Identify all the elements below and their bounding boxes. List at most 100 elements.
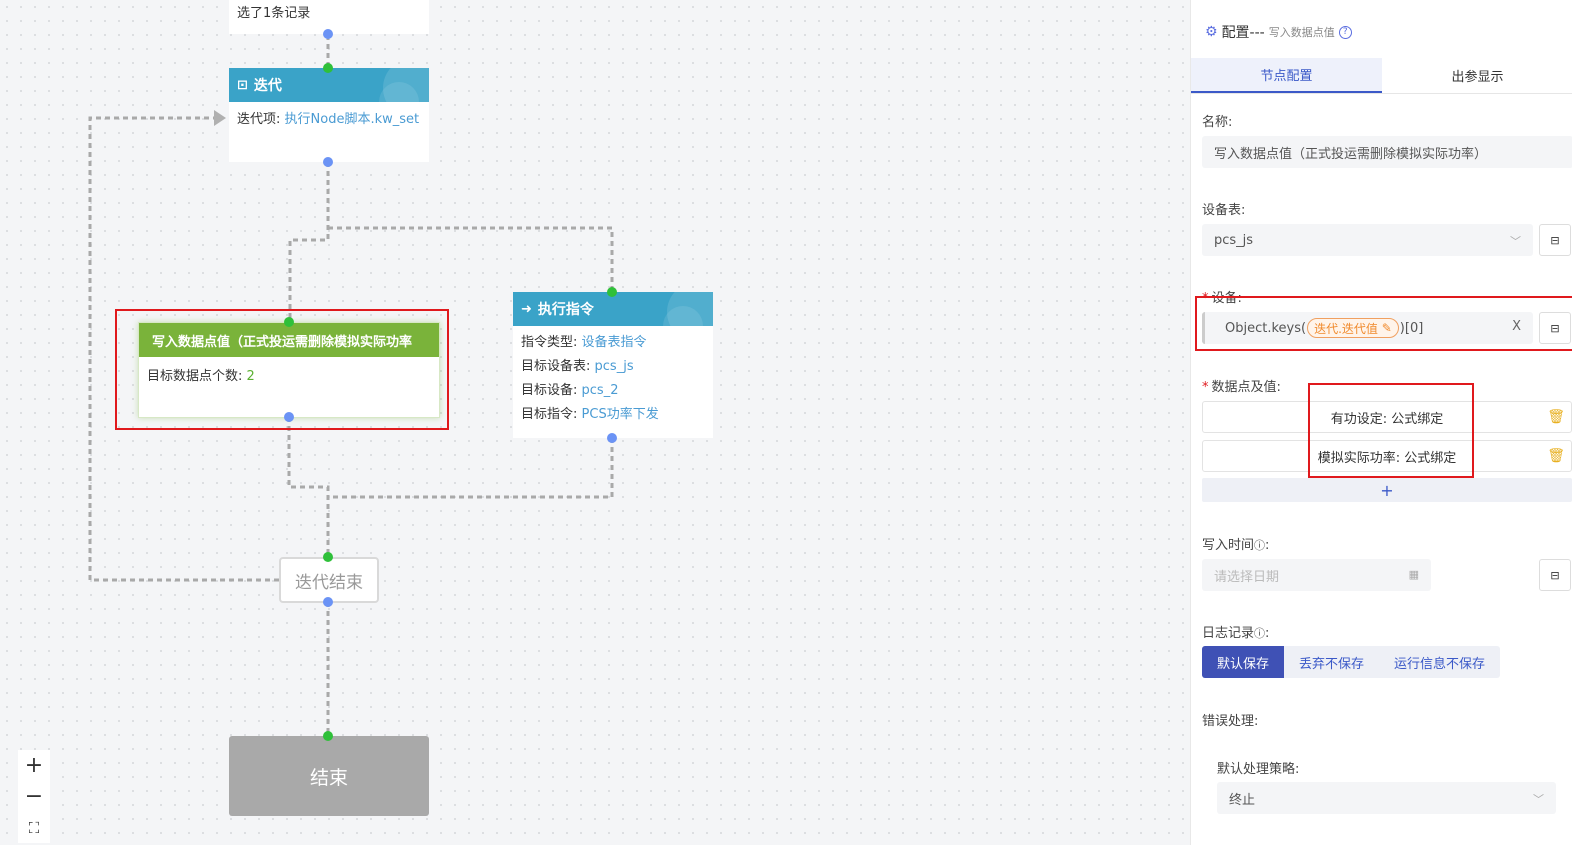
calendar-icon: ▦ <box>1408 568 1419 581</box>
device-table-bind-button[interactable]: ⊟ <box>1539 224 1571 256</box>
panel-title-text: 配置--- <box>1221 25 1265 41</box>
iterate-node-title: 迭代 <box>253 78 282 94</box>
edges-layer <box>88 35 614 736</box>
arrow-right-icon: ➜ <box>521 301 532 317</box>
panel-tabs: 节点配置 出参显示 <box>1191 58 1572 94</box>
exec-node-title: 执行指令 <box>537 302 594 318</box>
device-expr-variable-text: 迭代.迭代值 <box>1314 321 1378 336</box>
log-option-discard[interactable]: 丢弃不保存 <box>1299 656 1365 672</box>
iterate-output-port[interactable] <box>323 157 333 167</box>
default-strategy-label: 默认处理策略: <box>1217 762 1300 777</box>
device-label: 设备: <box>1211 291 1242 306</box>
exec-row: 目标设备表: pcs_js <box>521 355 705 379</box>
exec-row: 指令类型: 设备表指令 <box>521 331 705 355</box>
device-bind-button[interactable]: ⊟ <box>1539 312 1571 344</box>
write-node-count-label: 目标数据点个数: <box>147 369 243 384</box>
write-node-count-value: 2 <box>246 369 255 384</box>
log-option-no-runtime-info[interactable]: 运行信息不保存 <box>1394 656 1486 672</box>
help-icon[interactable]: ? <box>1338 25 1352 39</box>
name-label: 名称: <box>1202 115 1233 130</box>
panel-subtitle: 写入数据点值 <box>1268 26 1335 39</box>
tab-node-config[interactable]: 节点配置 <box>1191 58 1382 93</box>
top-node-output-port[interactable] <box>323 29 333 39</box>
iterate-node[interactable]: ⊡ 迭代 迭代项: 执行Node脚本.kw_set <box>229 68 429 162</box>
edge-exec-to-end-iter <box>328 438 614 499</box>
write-node-title: 写入数据点值（正式投运需删除模拟实际功率 <box>152 334 413 350</box>
default-strategy-select[interactable]: 终止 ﹀ <box>1217 782 1556 814</box>
exec-row-label: 目标指令: <box>521 407 578 422</box>
write-output-port[interactable] <box>284 412 294 422</box>
exec-row-value[interactable]: pcs_2 <box>581 383 619 398</box>
device-label-wrap: *设备: <box>1202 291 1242 306</box>
write-time-placeholder: 请选择日期 <box>1214 569 1280 585</box>
exec-input-port[interactable] <box>607 287 617 297</box>
top-partial-label: 选了1条记录 <box>237 6 311 21</box>
name-input[interactable]: 写入数据点值（正式投运需删除模拟实际功率） <box>1202 136 1572 168</box>
datapoint-text: 模拟实际功率: 公式绑定 <box>1317 450 1457 466</box>
datapoint-row[interactable]: 模拟实际功率: 公式绑定 🗑 <box>1202 440 1572 472</box>
exec-row: 目标设备: pcs_2 <box>521 379 705 403</box>
top-partial-node[interactable]: 选了1条记录 <box>229 0 429 34</box>
device-expr-prefix: Object.keys( <box>1225 320 1307 336</box>
end-input-port[interactable] <box>323 731 333 741</box>
help-icon[interactable]: ⓘ <box>1254 627 1266 640</box>
edge-write-to-end-iter <box>287 417 330 557</box>
exec-node-header: ➜ 执行指令 <box>513 292 713 326</box>
trash-icon[interactable]: 🗑 <box>1547 448 1565 464</box>
add-datapoint-button[interactable]: + <box>1202 478 1572 502</box>
tab-output-params[interactable]: 出参显示 <box>1451 70 1504 85</box>
exec-row-value[interactable]: 设备表指令 <box>581 335 647 350</box>
workflow-canvas[interactable]: 选了1条记录 ⊡ 迭代 迭代项: 执行Node脚本.kw_set 写入数据点值（… <box>0 0 1190 845</box>
fit-view-button[interactable]: ⛶ <box>28 818 40 837</box>
exec-row-label: 指令类型: <box>521 335 578 350</box>
device-expr-variable[interactable]: 迭代.迭代值 ✎ <box>1307 318 1399 338</box>
chevron-down-icon: ﹀ <box>1510 235 1521 248</box>
write-time-picker[interactable]: 请选择日期 ▦ <box>1202 559 1431 591</box>
exec-row-value[interactable]: pcs_js <box>594 359 634 374</box>
help-icon[interactable]: ⓘ <box>1254 539 1266 552</box>
error-label: 错误处理: <box>1202 714 1259 729</box>
device-expr-suffix: )[0] <box>1399 320 1424 336</box>
end-node[interactable]: 结束 <box>229 736 429 816</box>
default-strategy-value: 终止 <box>1229 792 1256 808</box>
datapoints-label: 数据点及值: <box>1211 380 1281 395</box>
iterate-node-header: ⊡ 迭代 <box>229 68 429 102</box>
iterate-input-port[interactable] <box>323 63 333 73</box>
datapoint-text: 有功设定: 公式绑定 <box>1330 411 1444 427</box>
exec-row-label: 目标设备: <box>521 383 578 398</box>
datapoint-row[interactable]: 有功设定: 公式绑定 🗑 <box>1202 401 1572 433</box>
iterate-item-value[interactable]: 执行Node脚本.kw_set <box>284 112 420 127</box>
log-segmented-control: 默认保存 丢弃不保存 运行信息不保存 <box>1202 646 1501 678</box>
datapoints-label-wrap: *数据点及值: <box>1202 380 1281 395</box>
log-label-wrap: 日志记录ⓘ: <box>1202 626 1270 641</box>
iterate-end-title: 迭代结束 <box>295 572 363 593</box>
iterate-icon: ⊡ <box>237 77 248 93</box>
exec-row-label: 目标设备表: <box>521 359 591 374</box>
device-table-select[interactable]: pcs_js ﹀ <box>1202 224 1533 256</box>
write-node-header: 写入数据点值（正式投运需删除模拟实际功率 <box>139 323 439 357</box>
log-label: 日志记录 <box>1202 626 1255 641</box>
zoom-controls: + − ⛶ <box>18 750 50 843</box>
device-expression-field[interactable]: Object.keys( 迭代.迭代值 ✎ )[0] X <box>1202 312 1533 344</box>
trash-icon[interactable]: 🗑 <box>1547 409 1565 425</box>
iterate-end-output-port[interactable] <box>323 597 333 607</box>
log-option-default-save[interactable]: 默认保存 <box>1202 646 1285 678</box>
write-time-bind-button[interactable]: ⊟ <box>1539 559 1571 591</box>
exec-command-node[interactable]: ➜ 执行指令 指令类型: 设备表指令 目标设备表: pcs_js 目标设备: p… <box>513 292 713 438</box>
device-table-label: 设备表: <box>1202 203 1246 218</box>
exec-row: 目标指令: PCS功率下发 <box>521 403 705 427</box>
iterate-item-label: 迭代项: <box>237 112 281 127</box>
exec-output-port[interactable] <box>607 433 617 443</box>
clear-button[interactable]: X <box>1512 319 1521 334</box>
edge-iterate-loop-back <box>88 116 279 582</box>
device-field-highlight <box>1195 296 1572 351</box>
edit-icon[interactable]: ✎ <box>1381 321 1392 335</box>
zoom-out-button[interactable]: − <box>24 784 44 809</box>
write-input-port[interactable] <box>284 317 294 327</box>
edge-iterate-to-write <box>288 162 330 322</box>
chevron-down-icon: ﹀ <box>1533 793 1544 806</box>
iterate-end-input-port[interactable] <box>323 552 333 562</box>
exec-row-value[interactable]: PCS功率下发 <box>581 407 659 422</box>
iterate-end-node[interactable]: 迭代结束 <box>279 557 379 603</box>
zoom-in-button[interactable]: + <box>24 753 44 778</box>
